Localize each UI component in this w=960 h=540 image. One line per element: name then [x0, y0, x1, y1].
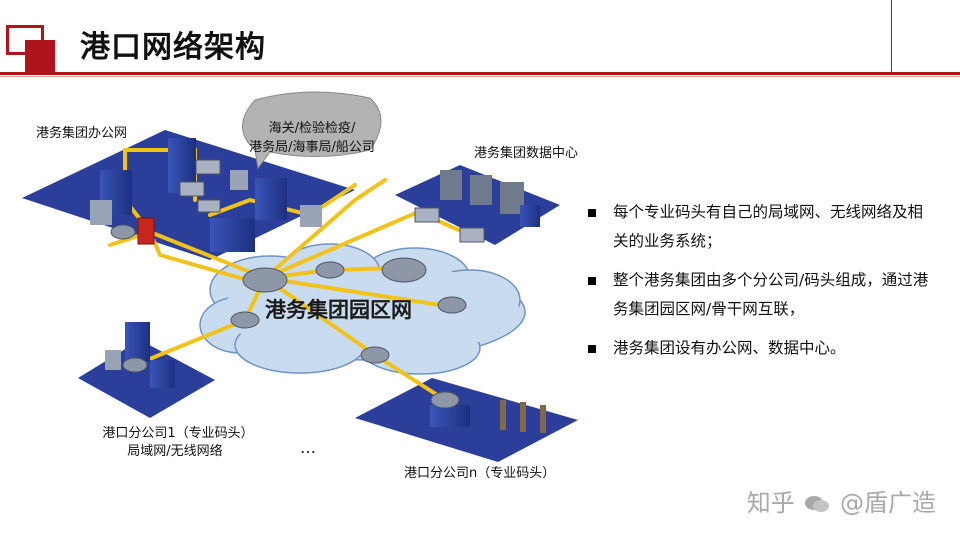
- external-orgs-bubble: [242, 91, 382, 170]
- watermark-site: 知乎: [746, 489, 795, 517]
- bullet-square-icon: [588, 277, 596, 285]
- office-buildings: [90, 138, 322, 252]
- datacenter-label: 港务集团数据中心: [474, 146, 579, 161]
- ellipsis-more-branches: …: [300, 438, 316, 457]
- bullet-item: 港务集团设有办公网、数据中心。: [588, 334, 938, 363]
- bullet-square-icon: [588, 209, 596, 217]
- routers: [110, 224, 467, 409]
- branch1-label-line1: 港口分公司1（专业码头）: [102, 426, 254, 441]
- slide-title: 港口网络架构: [80, 30, 266, 65]
- network-diagram: [22, 91, 578, 462]
- bullet-list: 每个专业码头有自己的局域网、无线网络及相关的业务系统； 整个港务集团由多个分公司…: [588, 198, 938, 373]
- logo-filled-square: [25, 40, 55, 72]
- header-vertical-rule: [891, 0, 892, 72]
- firewall-icon: [137, 217, 155, 245]
- external-orgs-label-line2: 港务局/海事局/船公司: [249, 140, 375, 155]
- watermark: 知乎 @盾广造: [747, 483, 936, 518]
- branchn-port: [430, 400, 546, 433]
- title-underline-thin: [0, 76, 960, 77]
- branch1-label-line2: 局域网/无线网络: [127, 444, 223, 459]
- office-network-label: 港务集团办公网: [36, 126, 128, 141]
- branch1-buildings: [105, 322, 175, 388]
- park-network-label: 港务集团园区网: [265, 298, 412, 322]
- watermark-author: @盾广造: [840, 489, 936, 517]
- branchn-label: 港口分公司n（专业码头）: [404, 466, 556, 481]
- datacenter-servers: [440, 170, 540, 227]
- bullet-square-icon: [588, 345, 596, 353]
- bullet-item: 整个港务集团由多个分公司/码头组成，通过港务集团园区网/骨干网互联，: [588, 266, 938, 324]
- switches: [179, 159, 485, 243]
- bullet-item: 每个专业码头有自己的局域网、无线网络及相关的业务系统；: [588, 198, 938, 256]
- external-orgs-label-line1: 海关/检验检疫/: [268, 121, 356, 136]
- wechat-icon: [805, 496, 830, 512]
- title-underline: [0, 72, 960, 75]
